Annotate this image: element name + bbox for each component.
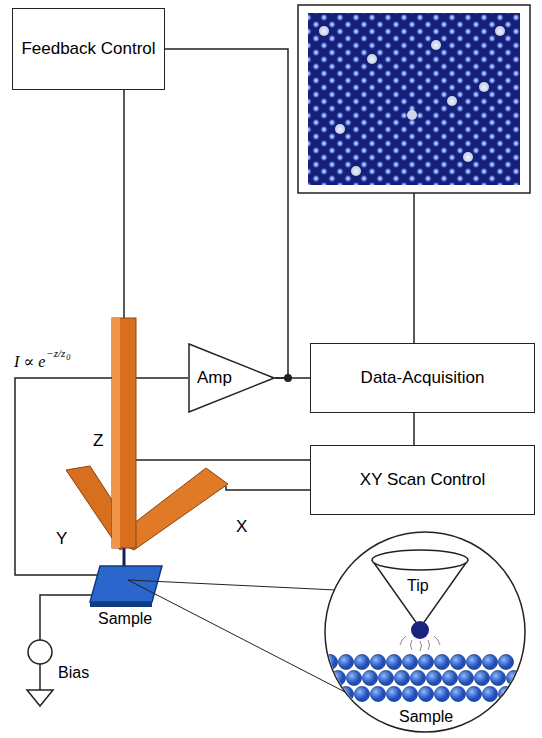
wire [136, 459, 310, 461]
bright-spots [319, 26, 505, 176]
z-piezo-light [112, 318, 120, 548]
sample-edge [90, 602, 152, 607]
magnifier [325, 532, 525, 732]
axis-label: Z [93, 432, 103, 451]
signal-wire [275, 377, 310, 379]
tip-top [372, 550, 468, 570]
signal-wire [165, 49, 288, 378]
zoom-line [128, 580, 336, 590]
box-label: XY Scan Control [360, 469, 485, 490]
amplifier-triangle: Amp [188, 343, 275, 413]
sample-plate [90, 566, 162, 602]
axis-label: X [236, 518, 247, 537]
control-box: Feedback Control [12, 8, 165, 90]
screen-box [298, 5, 530, 193]
wire [413, 193, 415, 343]
box-label: Amp [197, 367, 232, 388]
wire [226, 486, 310, 490]
box-label: Data-Acquisition [361, 367, 485, 388]
formula: I ∝ e [14, 353, 45, 371]
part-label: Bias [58, 664, 89, 682]
tip-needle [123, 548, 126, 568]
bias-source [28, 640, 52, 664]
stm-image [308, 13, 520, 185]
part-label: Tip [407, 577, 429, 595]
sample-atoms [323, 655, 522, 702]
z-piezo [112, 318, 136, 548]
wire [40, 595, 95, 640]
formula-exponent: −z/z [46, 347, 65, 359]
zoom-line [128, 580, 345, 692]
tip-atom [411, 621, 429, 639]
box-label: Feedback Control [21, 38, 155, 59]
signal-wire [413, 413, 415, 445]
ground-symbol [27, 690, 53, 706]
part-label: Sample [98, 610, 152, 628]
process-box: XY Scan Control [310, 445, 535, 515]
process-box: Data-Acquisition [310, 343, 535, 413]
part-label: Sample [399, 708, 453, 726]
wire [123, 90, 125, 318]
axis-label: Y [56, 530, 67, 549]
wire [39, 664, 41, 690]
wire [15, 378, 188, 575]
formula-subscript: 0 [66, 354, 70, 363]
